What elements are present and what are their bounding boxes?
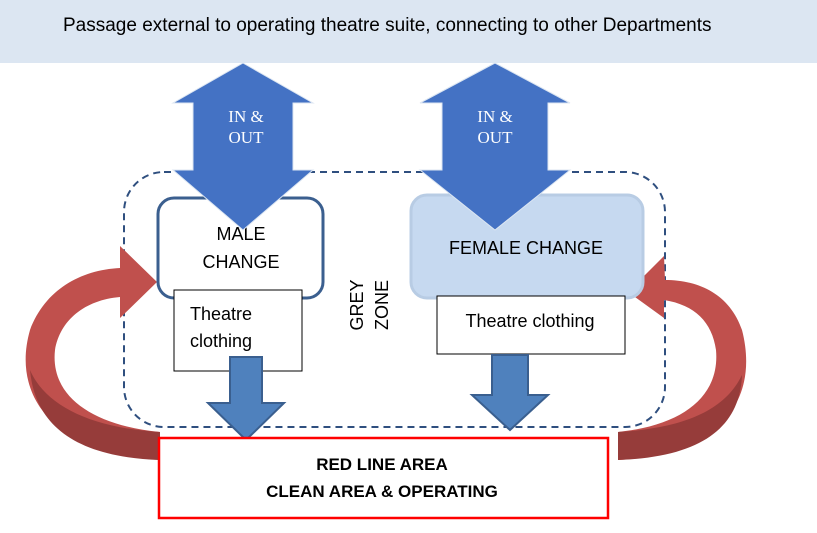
- return-arrow-right-icon: [618, 256, 747, 460]
- in-out-right-line2: OUT: [478, 128, 514, 147]
- male-change-line1: MALE: [216, 224, 265, 244]
- in-out-right-line1: IN &: [477, 107, 512, 126]
- passage-band: [0, 0, 817, 63]
- male-change-line2: CHANGE: [202, 252, 279, 272]
- female-theatre-clothing-box: [436, 295, 626, 355]
- red-line-area-line2: CLEAN AREA & OPERATING: [266, 482, 498, 501]
- red-line-area-box: [157, 436, 610, 520]
- male-clothing-line2: clothing: [190, 331, 252, 351]
- return-arrow-left-icon: [25, 246, 160, 460]
- female-change-label: FEMALE CHANGE: [449, 238, 603, 258]
- passage-label: Passage external to operating theatre su…: [63, 15, 712, 36]
- in-out-left-line2: OUT: [229, 128, 265, 147]
- in-out-arrow-right-icon: [418, 62, 572, 231]
- grey-zone-line2: ZONE: [372, 280, 392, 330]
- in-out-arrow-left-icon: [171, 62, 315, 231]
- grey-zone-line1: GREY: [347, 279, 367, 330]
- male-clothing-line1: Theatre: [190, 304, 252, 324]
- down-arrow-male-icon: [205, 356, 287, 442]
- down-arrow-female-icon: [469, 354, 551, 432]
- female-clothing-label: Theatre clothing: [465, 311, 594, 331]
- red-line-area-line1: RED LINE AREA: [316, 455, 448, 474]
- in-out-left-line1: IN &: [228, 107, 263, 126]
